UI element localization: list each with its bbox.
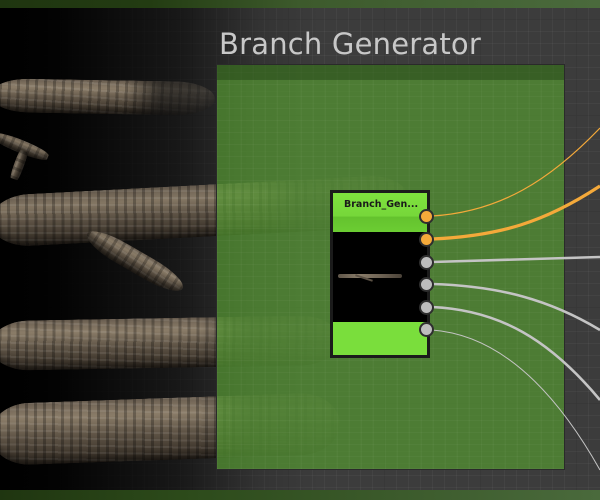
bottom-bar — [0, 490, 600, 500]
branch-generator-node[interactable]: Branch_Gen... — [330, 190, 430, 358]
wire-output-2[interactable] — [431, 184, 600, 241]
top-bar — [0, 0, 600, 8]
output-socket-3[interactable] — [419, 255, 434, 270]
wire-output-6[interactable] — [431, 329, 600, 471]
frame-header[interactable] — [217, 65, 564, 80]
wire-output-3[interactable] — [431, 255, 600, 264]
wire-output-4[interactable] — [431, 282, 600, 332]
frame-box[interactable] — [216, 64, 565, 470]
node-preview — [333, 232, 427, 322]
node-title: Branch_Gen... — [344, 199, 419, 210]
node-footer — [333, 322, 427, 355]
output-socket-1[interactable] — [419, 209, 434, 224]
frame-title: Branch Generator — [219, 27, 481, 61]
output-socket-5[interactable] — [419, 300, 434, 315]
output-socket-2[interactable] — [419, 232, 434, 247]
wire-output-5[interactable] — [431, 305, 600, 401]
wire-output-1[interactable] — [431, 127, 600, 217]
branch-thumbnail-icon — [338, 274, 402, 278]
node-header[interactable]: Branch_Gen... — [333, 193, 427, 232]
output-socket-4[interactable] — [419, 277, 434, 292]
output-socket-6[interactable] — [419, 322, 434, 337]
